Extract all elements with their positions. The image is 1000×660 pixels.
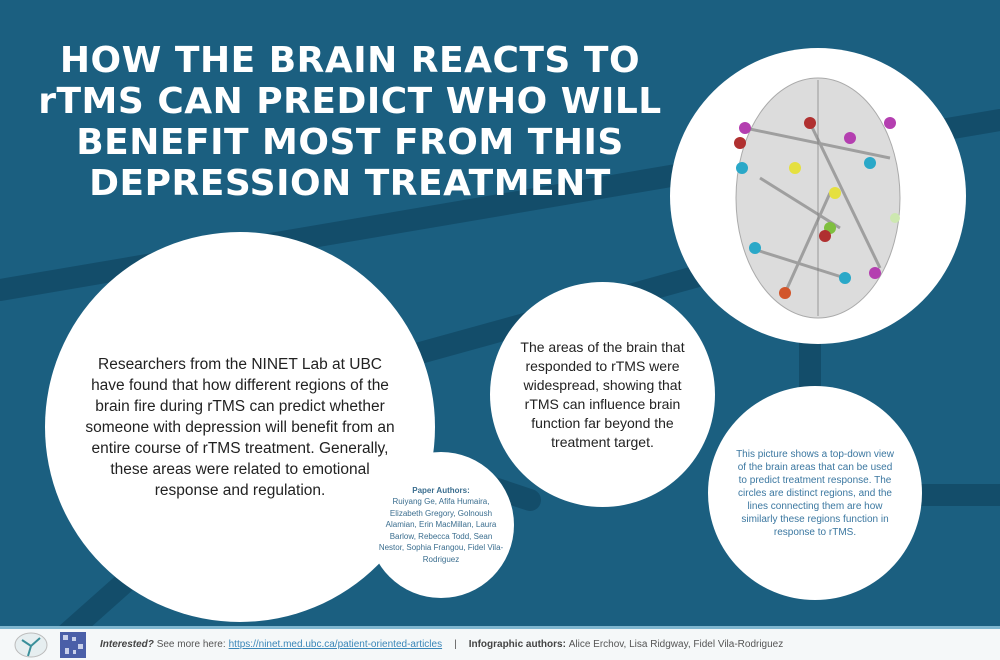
- widespread-text: The areas of the brain that responded to…: [520, 338, 685, 450]
- widespread-circle: The areas of the brain that responded to…: [490, 282, 715, 507]
- image-explanation-circle: This picture shows a top-down view of th…: [708, 386, 922, 600]
- image-explanation-text: This picture shows a top-down view of th…: [736, 448, 894, 538]
- page-title: HOW THE BRAIN REACTS TO rTMS CAN PREDICT…: [38, 40, 662, 204]
- paper-authors-heading: Paper Authors:: [412, 485, 470, 495]
- see-more-label: See more here:: [156, 639, 226, 650]
- paper-authors-circle: Paper Authors: Ruiyang Ge, Afifa Humaira…: [368, 452, 514, 598]
- interested-label: Interested?: [100, 639, 154, 650]
- brain-logo-icon: [14, 632, 48, 657]
- infographic-authors-label: Infographic authors:: [468, 639, 566, 650]
- findings-text: Researchers from the NINET Lab at UBC ha…: [85, 355, 395, 499]
- footer-separator: |: [454, 639, 457, 650]
- paper-authors-names: Ruiyang Ge, Afifa Humaira, Elizabeth Gre…: [378, 497, 504, 564]
- brain-network-image: [734, 77, 901, 319]
- brain-image-circle: [670, 48, 966, 344]
- qr-code-icon[interactable]: [60, 631, 86, 658]
- footer: Interested? See more here: https://ninet…: [0, 626, 1000, 660]
- articles-link[interactable]: https://ninet.med.ubc.ca/patient-oriente…: [228, 639, 443, 650]
- findings-circle: Researchers from the NINET Lab at UBC ha…: [45, 232, 435, 622]
- infographic-authors: Alice Erchov, Lisa Ridgway, Fidel Vila-R…: [568, 639, 784, 650]
